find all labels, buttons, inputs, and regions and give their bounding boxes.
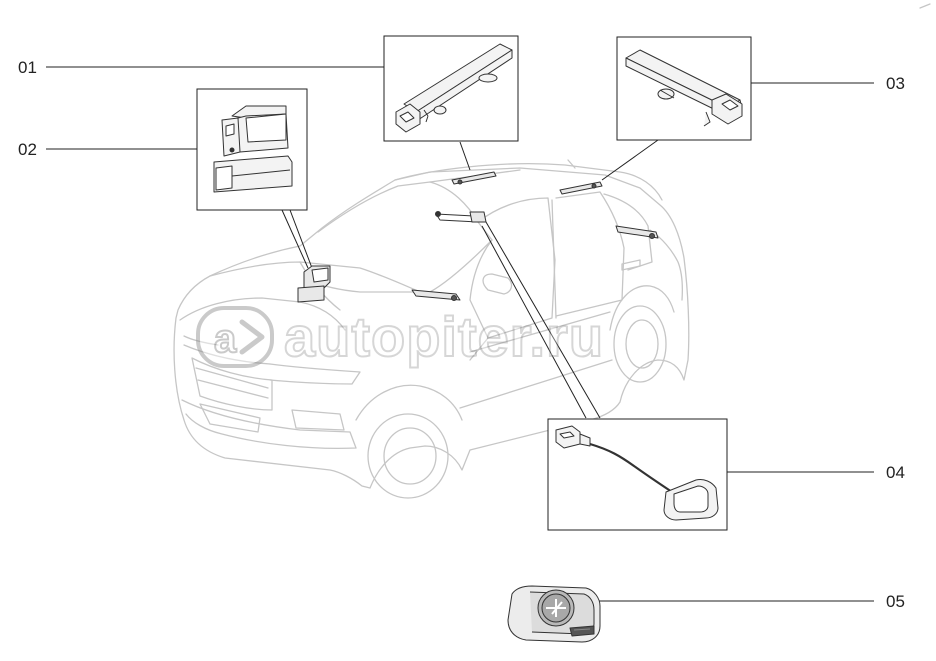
detail-box-02 <box>196 88 308 211</box>
callout-02: 02 <box>18 140 37 159</box>
leader-lines <box>46 66 874 602</box>
watermark: autopiter.ru <box>196 300 756 370</box>
callout-04: 04 <box>886 463 905 482</box>
callout-05: 05 <box>886 592 905 611</box>
detail-box-03 <box>616 36 752 141</box>
key-fob <box>507 585 601 643</box>
watermark-logo: a <box>196 306 274 368</box>
callout-03: 03 <box>886 74 905 93</box>
car-outline <box>173 3 931 499</box>
callout-01: 01 <box>18 58 37 77</box>
detail-box-04 <box>547 418 728 531</box>
parts-on-car <box>297 171 659 303</box>
watermark-text: autopiter.ru <box>283 304 605 369</box>
detail-box-01 <box>383 35 519 142</box>
svg-text:a: a <box>214 317 237 361</box>
